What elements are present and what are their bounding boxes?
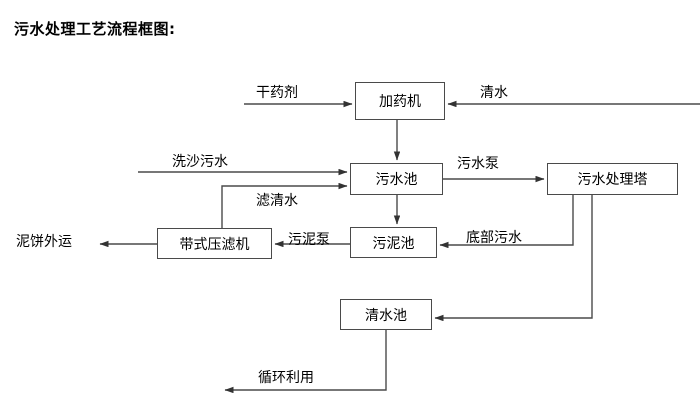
node-clear-water-pool[interactable]: 清水池 <box>340 299 432 330</box>
terminal-label-mud-cake-out: 泥饼外运 <box>16 234 72 250</box>
edge-label-clean-water: 清水 <box>480 85 508 101</box>
node-sludge-pool[interactable]: 污泥池 <box>350 227 437 258</box>
edge-label-recycle-use: 循环利用 <box>258 370 314 386</box>
node-belt-filter-press[interactable]: 带式压滤机 <box>157 228 272 259</box>
node-label: 污水处理塔 <box>577 172 648 188</box>
node-label: 清水池 <box>365 307 407 324</box>
edge-label-sewage-pump: 污水泵 <box>457 156 499 172</box>
edge-label-sludge-pump: 污泥泵 <box>288 232 330 248</box>
edge-tower-to-clear-pool <box>434 195 593 322</box>
edge-label-bottom-sewage: 底部污水 <box>466 230 522 246</box>
node-label: 加药机 <box>379 94 421 110</box>
edge-label-sand-wash-sewage: 洗沙污水 <box>172 154 228 170</box>
edge-label-dry-chemical: 干药剂 <box>256 85 298 101</box>
node-label: 带式压滤机 <box>179 236 250 253</box>
node-sewage-pool[interactable]: 污水池 <box>350 163 443 195</box>
node-treatment-tower[interactable]: 污水处理塔 <box>547 163 678 195</box>
node-label: 污水池 <box>375 172 418 188</box>
page-title: 污水处理工艺流程框图: <box>14 20 176 38</box>
edge-label-filtered-water: 滤清水 <box>256 193 298 209</box>
node-dosing-machine[interactable]: 加药机 <box>355 82 445 120</box>
node-label: 污泥池 <box>372 235 415 252</box>
